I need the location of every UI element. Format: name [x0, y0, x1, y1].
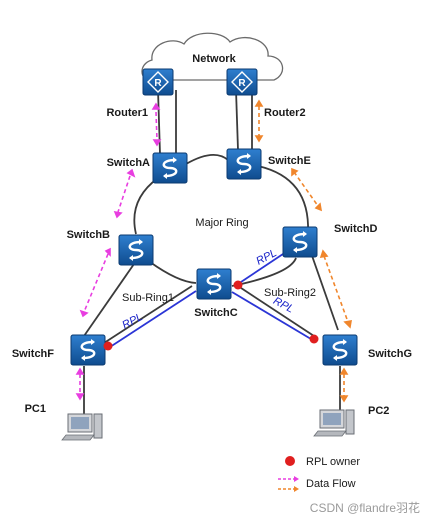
legend-data-flow: Data Flow — [306, 478, 356, 490]
router2[interactable]: Router2 — [226, 68, 306, 119]
switch-icon — [151, 151, 189, 185]
rpl-owner-dot-switch-c — [233, 280, 243, 290]
switch-icon — [117, 233, 155, 267]
switch-b-label: SwitchB — [67, 229, 110, 241]
switch-g[interactable]: SwitchG — [321, 333, 412, 367]
switch-c-label: SwitchC — [194, 307, 237, 319]
pc-icon — [313, 409, 355, 437]
pc2-label: PC2 — [368, 405, 389, 417]
pc1-label: PC1 — [25, 403, 46, 415]
router-icon — [226, 68, 258, 96]
sub-ring-1-label: Sub-Ring1 — [122, 292, 174, 304]
router1[interactable]: Router1 — [106, 68, 174, 119]
rpl-owner-legend-dot — [285, 456, 295, 466]
switch-icon — [281, 225, 319, 259]
router-icon — [142, 68, 174, 96]
switch-b[interactable]: SwitchB — [67, 229, 155, 267]
uplinks — [157, 89, 253, 155]
network-cloud: Network — [141, 32, 284, 81]
legend: RPL owner Data Flow — [278, 456, 360, 492]
switch-d[interactable]: SwitchD — [281, 223, 377, 259]
switch-icon — [69, 333, 107, 367]
sub-ring-2-label: Sub-Ring2 — [264, 287, 316, 299]
switch-a[interactable]: SwitchA — [107, 151, 189, 185]
rpl-label-sub-ring-1: RPL — [120, 311, 145, 332]
switch-f[interactable]: SwitchF — [12, 333, 107, 367]
router2-label: Router2 — [264, 107, 306, 119]
switch-e[interactable]: SwitchE — [225, 147, 311, 181]
rpl-owner-dot-switch-g — [309, 334, 319, 344]
switch-d-label: SwitchD — [334, 223, 377, 235]
pc2[interactable]: PC2 — [313, 405, 389, 437]
pc1[interactable]: PC1 — [25, 403, 103, 441]
rpl-owner-dot-switch-f — [103, 341, 113, 351]
pc-icon — [61, 413, 103, 441]
switch-f-label: SwitchF — [12, 348, 54, 360]
major-ring-label: Major Ring — [195, 217, 248, 229]
switch-a-label: SwitchA — [107, 157, 150, 169]
watermark: CSDN @flandre羽花 — [310, 500, 420, 515]
sub-ring-1 — [83, 263, 197, 348]
switch-icon — [321, 333, 359, 367]
switch-g-label: SwitchG — [368, 348, 412, 360]
switch-e-label: SwitchE — [268, 155, 311, 167]
switch-icon — [195, 267, 233, 301]
switch-icon — [225, 147, 263, 181]
router1-label: Router1 — [106, 107, 148, 119]
data-flow-arrows — [75, 99, 352, 403]
legend-rpl-owner: RPL owner — [306, 456, 360, 468]
switch-c[interactable]: SwitchC — [194, 267, 238, 319]
network-label: Network — [192, 53, 236, 65]
